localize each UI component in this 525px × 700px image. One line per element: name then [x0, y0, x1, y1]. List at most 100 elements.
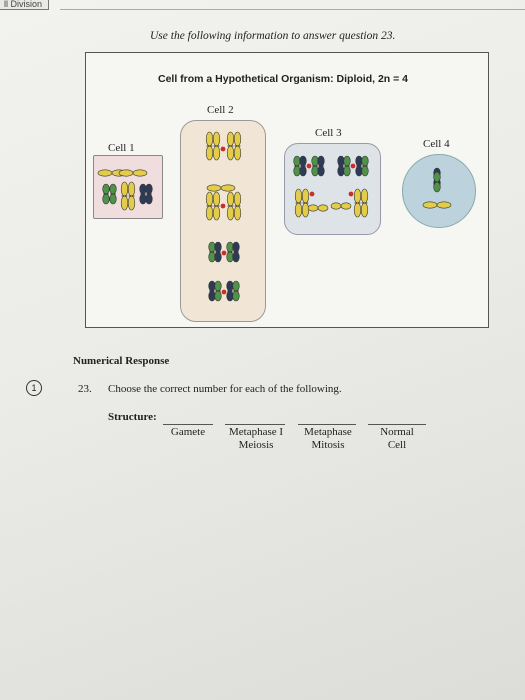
- chromosome-arm: [226, 145, 235, 161]
- option-metaphase-line1: Metaphase: [304, 426, 352, 438]
- chromosome-arm: [233, 191, 242, 207]
- chromosome-arm: [360, 202, 369, 218]
- chromosome-arm: [208, 290, 216, 302]
- chromosome-arm: [232, 290, 240, 302]
- option-normal-cell: Normal Cell: [362, 426, 432, 452]
- option-gamete: Gamete: [155, 426, 221, 439]
- chromosome-arm: [214, 241, 222, 253]
- chromosome-arm: [145, 193, 153, 205]
- chromosome-arm: [361, 155, 369, 167]
- centriole-dot: [221, 289, 227, 295]
- option-metaphase-i: Metaphase I Meiosis: [220, 426, 292, 452]
- cell-2-label: Cell 2: [207, 104, 234, 116]
- answer-blank-metaphase-i[interactable]: [225, 424, 285, 425]
- chromosome-arm: [317, 165, 325, 177]
- chromosome-arm: [226, 251, 234, 263]
- option-metaphase-line2: Mitosis: [311, 439, 345, 451]
- chromosome-arm: [294, 188, 303, 204]
- cell-2-body: [180, 120, 266, 322]
- answer-blank-normal-cell[interactable]: [368, 424, 426, 425]
- chromosome-arm: [212, 205, 221, 221]
- chromosome-arm: [109, 193, 117, 205]
- chromosome-arm: [294, 202, 303, 218]
- chromosome-arm: [353, 188, 362, 204]
- chromosome-arm: [355, 165, 363, 177]
- header-rule: [60, 9, 525, 10]
- answer-blank-metaphase[interactable]: [298, 424, 356, 425]
- chromosome-arm: [120, 195, 129, 211]
- cell-1-label: Cell 1: [108, 142, 135, 154]
- chromosome-arm: [208, 280, 216, 292]
- question-marker: 1: [26, 380, 42, 396]
- chromosome-arm: [132, 169, 148, 177]
- option-normal-cell-line2: Cell: [387, 439, 407, 451]
- chromosome-arm: [361, 165, 369, 177]
- chromosome-arm: [145, 183, 153, 195]
- centriole-dot: [221, 250, 227, 256]
- cell-4-label: Cell 4: [423, 138, 450, 150]
- chromosome-arm: [208, 251, 216, 263]
- chromosome-arm: [226, 290, 234, 302]
- chromosome-arm: [317, 155, 325, 167]
- option-normal-cell-line1: Normal: [380, 426, 414, 438]
- option-gamete-line1: Gamete: [170, 426, 206, 438]
- chromosome-arm: [422, 201, 438, 209]
- chromosome-arm: [102, 193, 110, 205]
- chromosome-arm: [299, 165, 307, 177]
- centriole-dot: [220, 203, 226, 209]
- centriole-dot: [348, 191, 354, 197]
- question-number: 23.: [78, 383, 92, 395]
- chromosome-arm: [311, 165, 319, 177]
- instruction-text: Use the following information to answer …: [150, 30, 396, 42]
- chromosome-arm: [214, 251, 222, 263]
- chromosome-arm: [220, 184, 236, 192]
- chromosome-arm: [433, 181, 441, 193]
- chromosome-arm: [226, 280, 234, 292]
- chromosome-arm: [139, 183, 147, 195]
- chromosome-arm: [205, 191, 214, 207]
- chromosome-arm: [205, 145, 214, 161]
- centriole-dot: [220, 146, 226, 152]
- chromosome-arm: [311, 155, 319, 167]
- chromosome-arm: [317, 204, 329, 212]
- chromosome-arm: [233, 131, 242, 147]
- figure-title: Cell from a Hypothetical Organism: Diplo…: [158, 73, 409, 85]
- chromosome-arm: [232, 280, 240, 292]
- chromosome-arm: [208, 241, 216, 253]
- centriole-dot: [306, 163, 312, 169]
- chromosome-arm: [206, 184, 222, 192]
- chromosome-arm: [360, 188, 369, 204]
- chromosome-arm: [118, 169, 134, 177]
- chromosome-arm: [232, 241, 240, 253]
- chromosome-arm: [293, 165, 301, 177]
- page-header-tab: ll Division: [0, 0, 50, 10]
- chromosome-arm: [330, 202, 342, 210]
- chromosome-arm: [139, 193, 147, 205]
- chromosome-arm: [102, 183, 110, 195]
- chromosome-arm: [205, 205, 214, 221]
- chromosome-arm: [226, 241, 234, 253]
- chromosome-arm: [212, 145, 221, 161]
- chromosome-arm: [127, 181, 136, 197]
- chromosome-arm: [127, 195, 136, 211]
- chromosome-arm: [340, 202, 352, 210]
- centriole-dot: [350, 163, 356, 169]
- option-metaphase-i-line2: Meiosis: [238, 439, 274, 451]
- chromosome-arm: [433, 171, 441, 183]
- chromosome-arm: [109, 183, 117, 195]
- question-text: Choose the correct number for each of th…: [108, 383, 342, 395]
- chromosome-arm: [301, 202, 310, 218]
- chromosome-arm: [436, 201, 452, 209]
- chromosome-arm: [337, 165, 345, 177]
- chromosome-arm: [343, 155, 351, 167]
- answer-blank-gamete[interactable]: [163, 424, 213, 425]
- chromosome-arm: [233, 205, 242, 221]
- chromosome-arm: [307, 204, 319, 212]
- section-heading: Numerical Response: [73, 355, 170, 367]
- chromosome-arm: [337, 155, 345, 167]
- structure-label: Structure:: [108, 411, 157, 423]
- chromosome-arm: [355, 155, 363, 167]
- option-metaphase: Metaphase Mitosis: [293, 426, 363, 452]
- chromosome-arm: [214, 290, 222, 302]
- chromosome-arm: [353, 202, 362, 218]
